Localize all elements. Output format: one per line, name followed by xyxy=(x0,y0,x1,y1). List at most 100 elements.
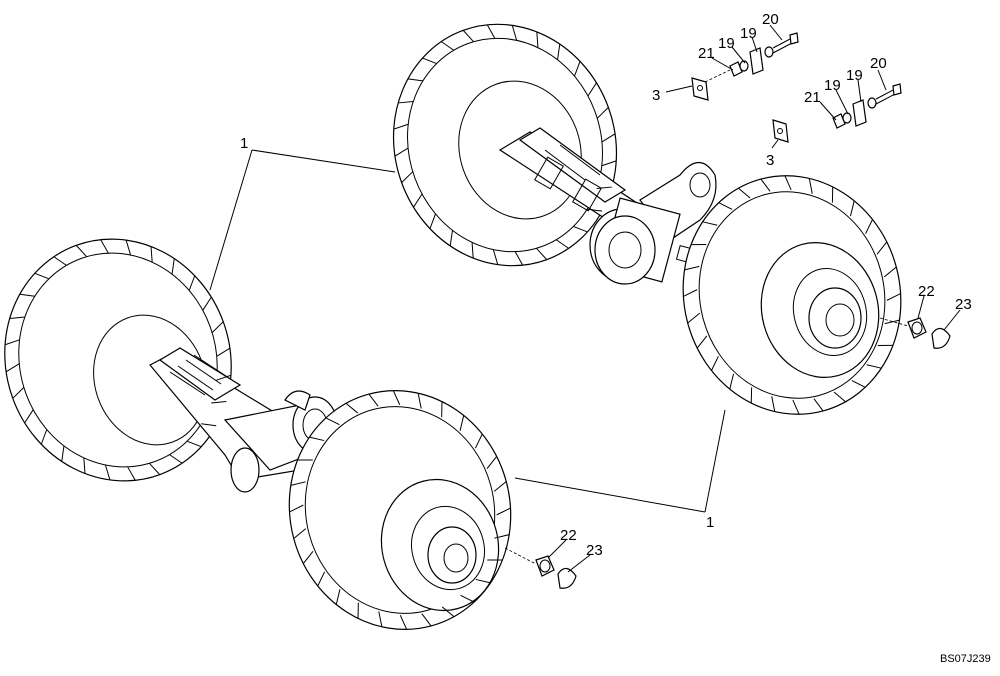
tread-lug xyxy=(486,456,498,470)
tread-lug xyxy=(493,481,507,492)
tread-lug xyxy=(148,462,161,475)
tread-lug xyxy=(345,402,359,414)
tread-lug xyxy=(886,293,901,301)
tread-lug xyxy=(441,41,455,51)
tread-lug xyxy=(150,246,153,263)
drawing-reference-code: BS07J239 xyxy=(940,653,991,665)
tread-lug xyxy=(574,61,581,77)
tread-lug xyxy=(309,436,325,442)
tread-lug xyxy=(202,296,212,311)
callout-wheel-nut-right: 22 xyxy=(918,283,935,300)
tread-lug xyxy=(302,550,314,564)
tread-lug xyxy=(216,347,231,357)
tread-lug xyxy=(711,356,719,371)
tread-lug xyxy=(486,24,496,39)
fastener-stack-upper xyxy=(704,32,799,83)
tread-lug xyxy=(596,107,609,119)
tread-lug xyxy=(216,374,232,381)
callout-nut-upper: 21 xyxy=(698,45,715,62)
tread-lug xyxy=(83,457,86,474)
tread-lug xyxy=(511,25,518,41)
tread-lug xyxy=(496,507,511,516)
tread-lug xyxy=(884,319,900,325)
tread-lug xyxy=(19,293,35,297)
tread-lug xyxy=(684,265,700,271)
tread-lug xyxy=(293,528,307,539)
callout-axle-bottom: 1 xyxy=(706,514,714,531)
tread-lug xyxy=(587,82,597,97)
tread-lug xyxy=(833,391,846,403)
tread-lug xyxy=(75,245,88,258)
tread-lug xyxy=(718,202,733,210)
callout-hub-cap-right: 23 xyxy=(955,296,972,313)
tread-lug xyxy=(399,615,408,630)
tread-lug xyxy=(417,393,422,409)
tread-lug xyxy=(813,398,824,412)
callout-axle-top: 1 xyxy=(240,135,248,152)
tread-lug xyxy=(289,504,304,513)
tread-lug xyxy=(201,423,217,427)
tread-lug xyxy=(100,239,109,254)
tread-lug xyxy=(474,433,483,449)
callout-plate-upper: 3 xyxy=(652,87,660,104)
rear-right-tire xyxy=(682,175,902,415)
tread-lug xyxy=(392,390,401,405)
tread-lug xyxy=(169,454,183,464)
wheel-nut-right xyxy=(907,317,927,339)
tread-lug xyxy=(771,396,776,412)
tread-lug xyxy=(9,316,25,319)
tire-lugs xyxy=(4,24,901,630)
tread-lug xyxy=(12,387,25,399)
tread-lug xyxy=(866,364,882,369)
hub-cap-bottom xyxy=(557,567,577,589)
tread-lug xyxy=(40,429,48,445)
tread-lug xyxy=(536,247,548,260)
tread-lug xyxy=(492,249,499,265)
tread-lug xyxy=(683,289,698,297)
tread-lug xyxy=(378,611,383,627)
tread-lug xyxy=(696,335,708,349)
tread-lug xyxy=(475,578,491,584)
callout-wheel-nut-bottom: 22 xyxy=(560,527,577,544)
mounting-plate-lower xyxy=(772,119,789,143)
leader-lines xyxy=(209,24,961,573)
tread-lug xyxy=(394,147,409,157)
callout-washer-a: 19 xyxy=(718,35,735,52)
hub-cap-right xyxy=(931,327,951,349)
tread-lug xyxy=(536,31,539,48)
callout-bolt-lower: 20 xyxy=(870,55,887,72)
tread-lug xyxy=(702,221,718,226)
mounting-plate-upper xyxy=(691,77,709,101)
tread-lug xyxy=(186,440,202,448)
tread-lug xyxy=(4,339,20,346)
tread-lug xyxy=(211,401,227,404)
tread-lug xyxy=(125,239,132,256)
tread-lug xyxy=(601,160,617,167)
tread-lug xyxy=(335,589,341,605)
tread-lug xyxy=(53,256,67,266)
tread-lug xyxy=(587,208,603,212)
callout-bolt-upper: 20 xyxy=(762,11,779,28)
tread-lug xyxy=(573,226,588,233)
tread-lug xyxy=(865,219,873,234)
tread-lug xyxy=(171,258,175,275)
tread-lug xyxy=(317,571,326,587)
tread-lug xyxy=(557,44,561,60)
tread-lug xyxy=(601,133,616,143)
tread-lug xyxy=(325,417,340,426)
tread-lug xyxy=(429,213,436,229)
callout-washer-c: 19 xyxy=(824,77,841,94)
tread-lug xyxy=(393,123,409,130)
wheel-nut-bottom xyxy=(535,555,555,577)
tread-lug xyxy=(596,186,612,190)
tread-lug xyxy=(421,613,432,627)
tread-lug xyxy=(514,251,524,266)
tread-lug xyxy=(449,230,453,246)
tread-lug xyxy=(401,171,414,183)
callout-plate-lower: 3 xyxy=(766,152,774,169)
tread-lug xyxy=(494,534,510,539)
callout-washer-d: 19 xyxy=(846,67,863,84)
callout-washer-b: 19 xyxy=(740,25,757,42)
rear-axle-beam xyxy=(498,127,717,285)
